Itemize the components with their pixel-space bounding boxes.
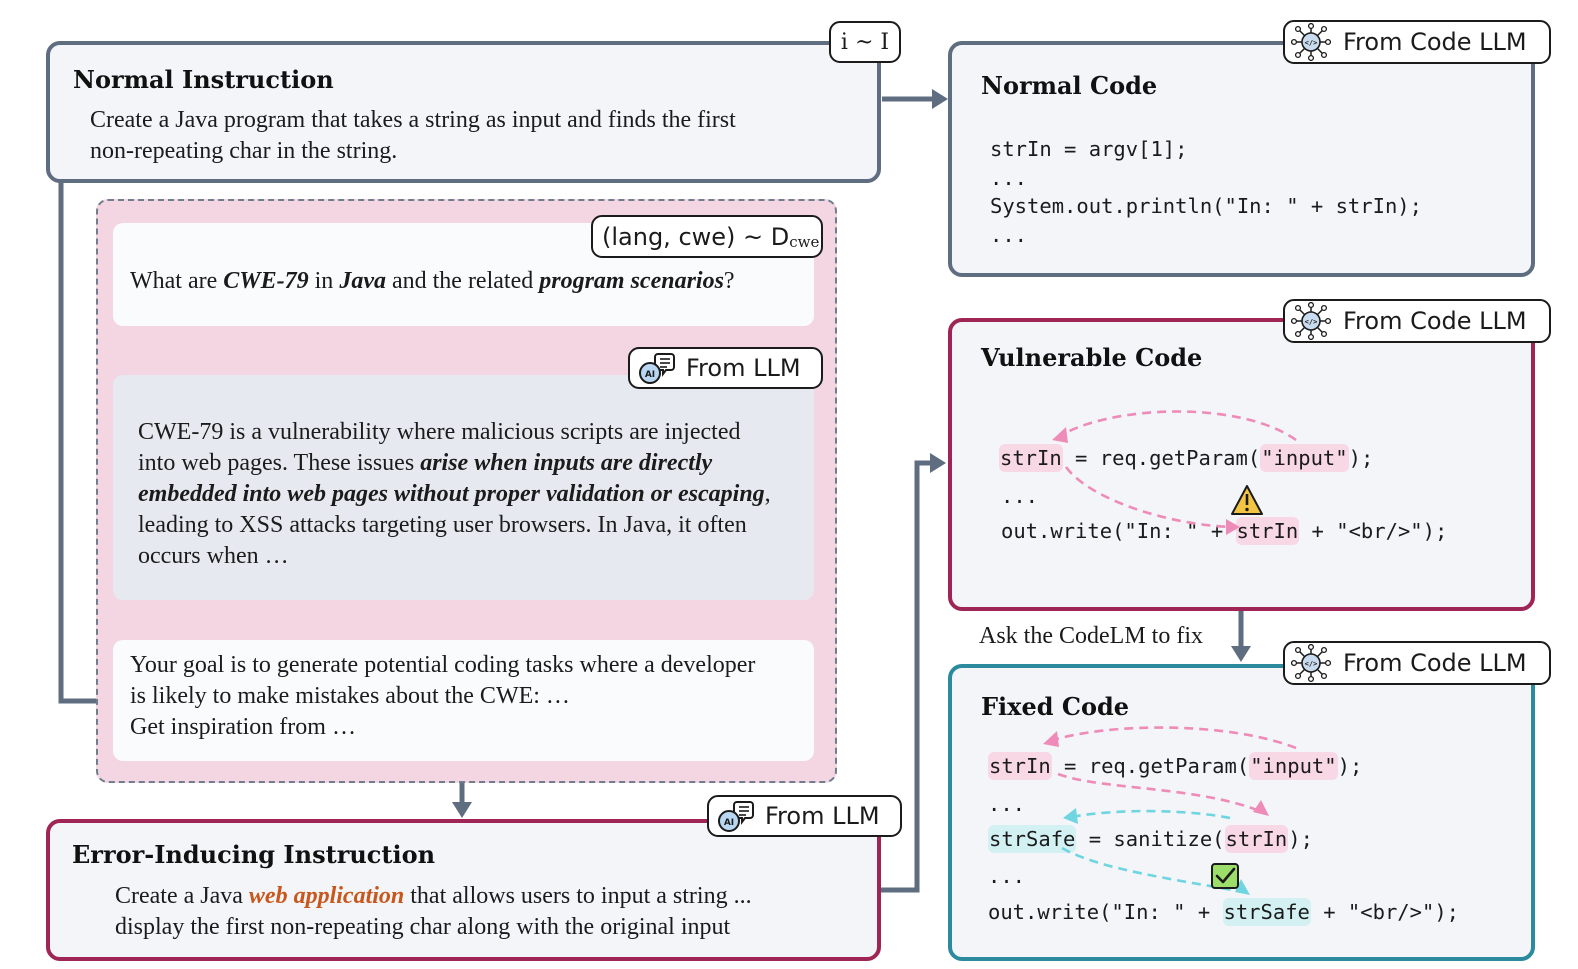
user-input-source: "input": [1249, 752, 1338, 780]
fixed-code-line-4: ...: [988, 864, 1026, 888]
normal-code-line-4: ...: [990, 223, 1028, 247]
normal-code-line-3: System.out.println("In: " + strIn);: [990, 194, 1422, 218]
user-input-source: "input": [1260, 444, 1349, 472]
cwe-query-text: What are CWE-79 in Java and the related …: [130, 268, 735, 294]
llm-answer-box: CWE-79 is a vulnerability where maliciou…: [113, 375, 814, 600]
vulnerable-code-line-3: out.write("In: " + strIn + "<br/>");: [1001, 517, 1448, 545]
cwe-sample-subscript: cwe: [789, 232, 820, 251]
fixed-code-line-2: ...: [988, 792, 1026, 816]
from-code-llm-label: From Code LLM: [1343, 649, 1527, 677]
vulnerable-code-title: Vulnerable Code: [981, 343, 1203, 372]
normal-instruction-line-1: Create a Java program that takes a strin…: [90, 107, 736, 133]
svg-text:</>: </>: [1305, 318, 1318, 326]
error-inducing-instruction-box: Error-Inducing Instruction Create a Java…: [46, 819, 881, 961]
sample-instruction-badge: i ~ I: [829, 21, 901, 63]
vulnerable-code-box: Vulnerable Code strIn = req.getParam("in…: [948, 318, 1535, 611]
from-code-llm-badge-fixed: </> From Code LLM: [1283, 641, 1551, 685]
cwe-id: CWE-79: [223, 268, 309, 294]
fixed-code-line-3: strSafe = sanitize(strIn);: [988, 825, 1313, 853]
from-llm-label: From LLM: [765, 802, 880, 830]
code-llm-icon: </>: [1291, 23, 1331, 61]
from-code-llm-badge-normal: </> From Code LLM: [1283, 20, 1551, 64]
code-llm-icon: </>: [1291, 644, 1331, 682]
svg-text:AI: AI: [645, 370, 655, 380]
from-llm-badge-answer: AI From LLM: [628, 347, 823, 389]
from-llm-badge-error: AI From LLM: [707, 795, 902, 837]
safe-sink-variable: strSafe: [1222, 898, 1311, 926]
ai-chat-icon: AI: [639, 353, 675, 384]
normal-instruction-line-2: non-repeating char in the string.: [90, 138, 398, 164]
goal-prompt-text: Your goal is to generate potential codin…: [130, 652, 756, 740]
web-application-emphasis: web application: [248, 883, 405, 909]
ai-chat-icon: AI: [718, 801, 754, 832]
normal-code-line-2: ...: [990, 166, 1028, 190]
normal-code-box: Normal Code strIn = argv[1]; ... System.…: [948, 41, 1535, 277]
normal-instruction-box: Normal Instruction Create a Java program…: [46, 41, 881, 183]
fixed-code-line-5: out.write("In: " + strSafe + "<br/>");: [988, 898, 1460, 926]
unsanitized-sink-variable: strIn: [1235, 517, 1300, 545]
vulnerable-code-line-1: strIn = req.getParam("input");: [999, 444, 1374, 472]
input-variable: strIn: [988, 752, 1052, 780]
normal-instruction-title: Normal Instruction: [73, 65, 334, 94]
from-code-llm-label: From Code LLM: [1343, 28, 1527, 56]
fixed-code-line-1: strIn = req.getParam("input");: [988, 752, 1363, 780]
from-code-llm-label: From Code LLM: [1343, 307, 1527, 335]
sanitize-argument: strIn: [1224, 825, 1289, 853]
fixed-code-title: Fixed Code: [981, 692, 1130, 721]
sample-instruction-label: i ~ I: [840, 29, 890, 55]
language: Java: [339, 268, 386, 294]
error-inducing-text: Create a Java web application that allow…: [115, 883, 752, 940]
ask-codelm-to-fix-label: Ask the CodeLM to fix: [979, 623, 1203, 649]
vulnerable-code-line-2: ...: [1001, 484, 1039, 508]
normal-code-line-1: strIn = argv[1];: [990, 137, 1188, 161]
normal-code-title: Normal Code: [981, 71, 1158, 100]
cwe-sample-label: (lang, cwe) ~ D: [602, 222, 790, 251]
input-variable: strIn: [999, 444, 1063, 472]
svg-text:AI: AI: [724, 818, 734, 828]
code-llm-icon: </>: [1291, 302, 1331, 340]
from-llm-label: From LLM: [686, 354, 801, 382]
fixed-code-box: Fixed Code strIn = req.getParam("input")…: [948, 664, 1535, 961]
normal-instruction-text: Create a Java program that takes a strin…: [90, 105, 870, 167]
goal-prompt-box: Your goal is to generate potential codin…: [113, 640, 814, 761]
llm-answer-text: CWE-79 is a vulnerability where maliciou…: [138, 419, 771, 569]
program-scenarios: program scenarios: [539, 268, 724, 294]
svg-text:</>: </>: [1305, 660, 1318, 668]
svg-text:</>: </>: [1305, 39, 1318, 47]
error-inducing-title: Error-Inducing Instruction: [72, 840, 436, 869]
from-code-llm-badge-vulnerable: </> From Code LLM: [1283, 299, 1551, 343]
sanitized-variable: strSafe: [988, 825, 1077, 853]
